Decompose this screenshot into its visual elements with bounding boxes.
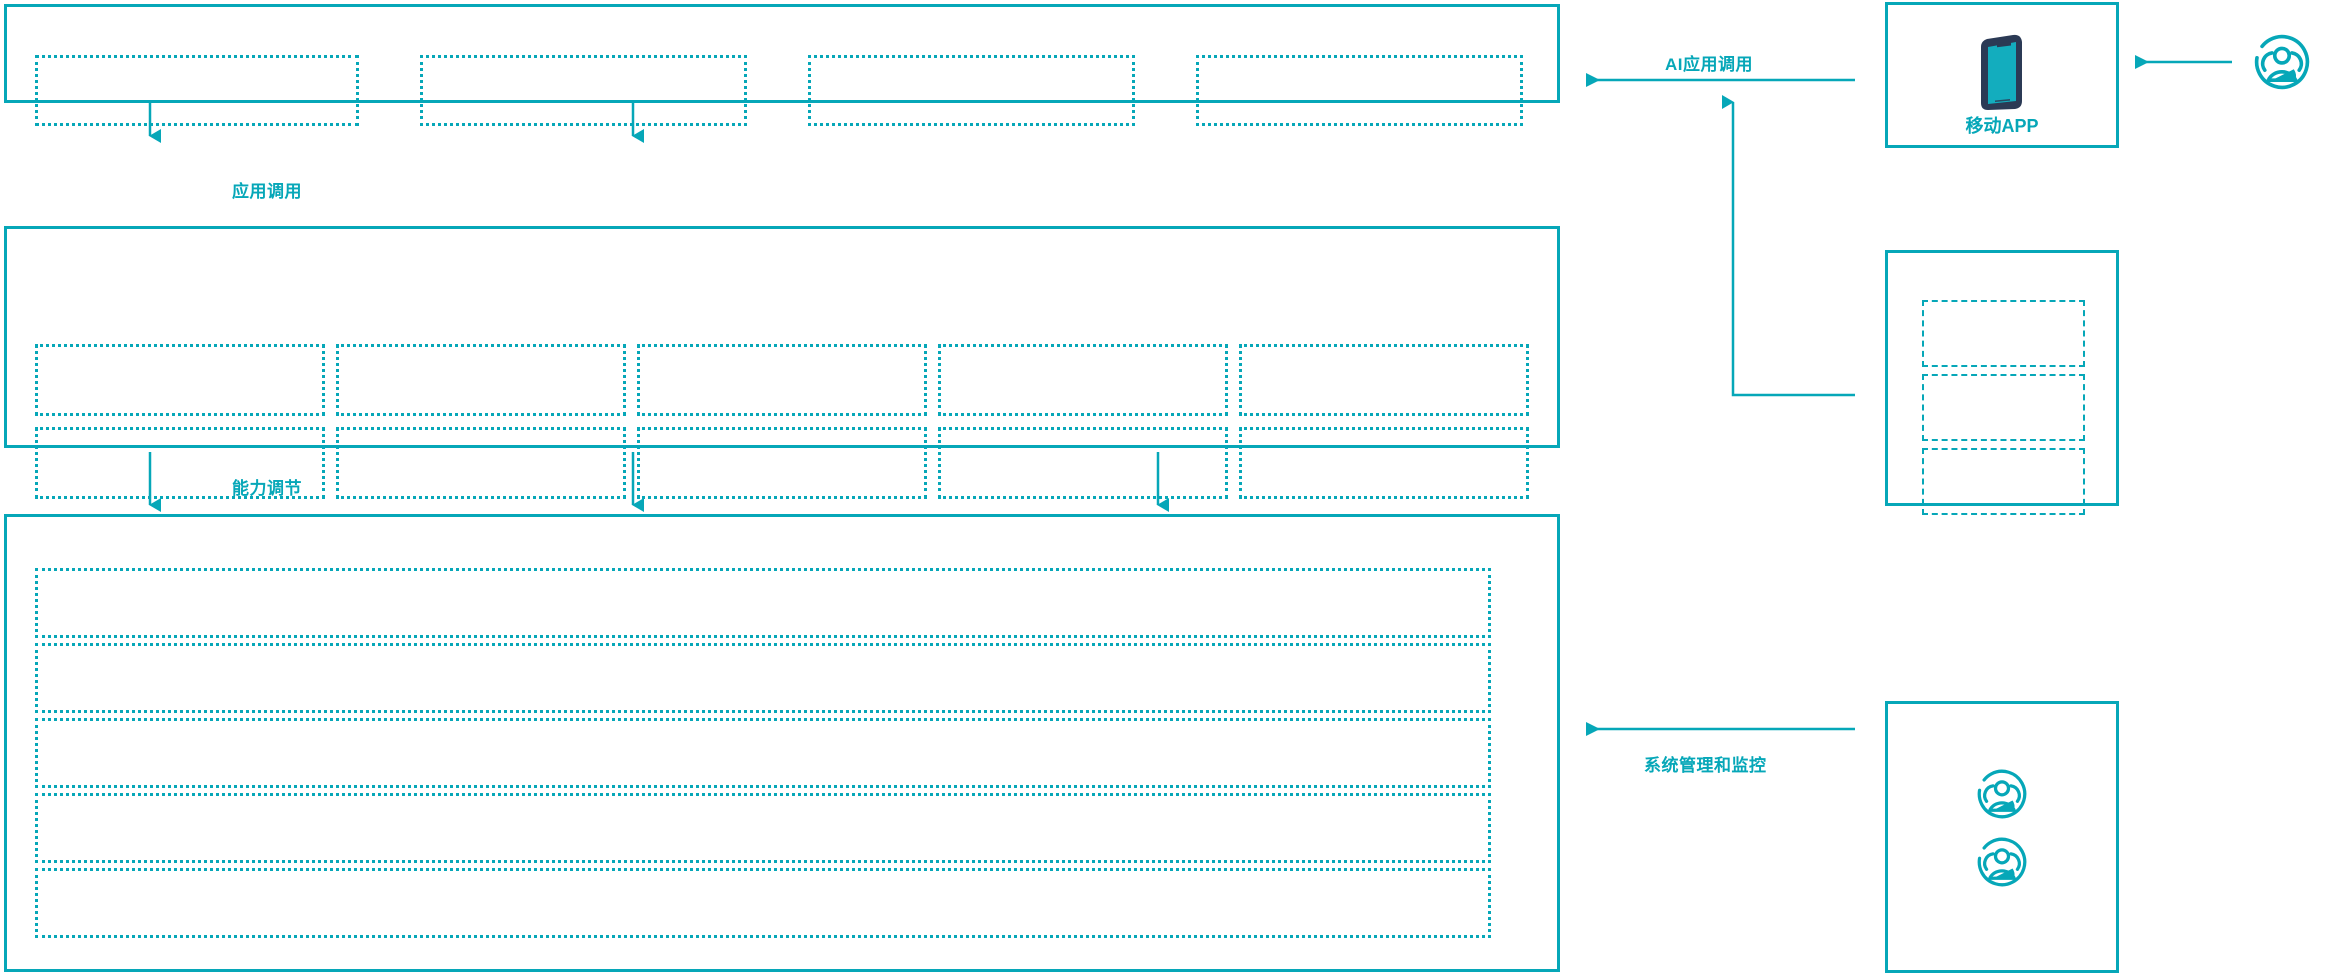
capability-box[interactable] [637,427,927,499]
connector-label-ai-app-call: AI应用调用 [1665,55,1753,74]
channel-box[interactable] [1922,300,2085,367]
application-box[interactable] [420,55,747,126]
mobile-app-caption: 移动APP [1965,116,2039,136]
connector-label-capability-call: 能力调节 [232,479,302,498]
application-box[interactable] [35,55,359,126]
capability-box[interactable] [1239,427,1529,499]
capability-box[interactable] [938,344,1228,416]
platform-row[interactable] [35,793,1491,863]
external-user-icon [2253,33,2311,91]
capability-box[interactable] [1239,344,1529,416]
platform-row[interactable] [35,868,1491,938]
capability-box[interactable] [35,427,325,499]
platform-row[interactable] [35,643,1491,713]
application-box[interactable] [1196,55,1523,126]
capability-box[interactable] [35,344,325,416]
application-box[interactable] [808,55,1135,126]
platform-layer-panel [4,514,1560,972]
capability-box[interactable] [336,427,626,499]
user-group-icon [1976,768,2028,820]
application-layer-panel [4,4,1560,103]
connector-label-system-management: 系统管理和监控 [1644,756,1767,775]
connector-label-app-call: 应用调用 [232,182,302,201]
channels-panel [1885,250,2119,506]
capability-box[interactable] [336,344,626,416]
channel-box[interactable] [1922,448,2085,515]
platform-row[interactable] [35,568,1491,638]
capability-box[interactable] [637,344,927,416]
capability-box[interactable] [938,427,1228,499]
user-group-icon [1976,836,2028,888]
channel-box[interactable] [1922,374,2085,441]
mobile-phone-icon [1977,33,2027,111]
capability-layer-panel [4,226,1560,448]
arrow-channels-riser [1722,95,1855,397]
platform-row[interactable] [35,718,1491,788]
operators-panel [1885,701,2119,973]
